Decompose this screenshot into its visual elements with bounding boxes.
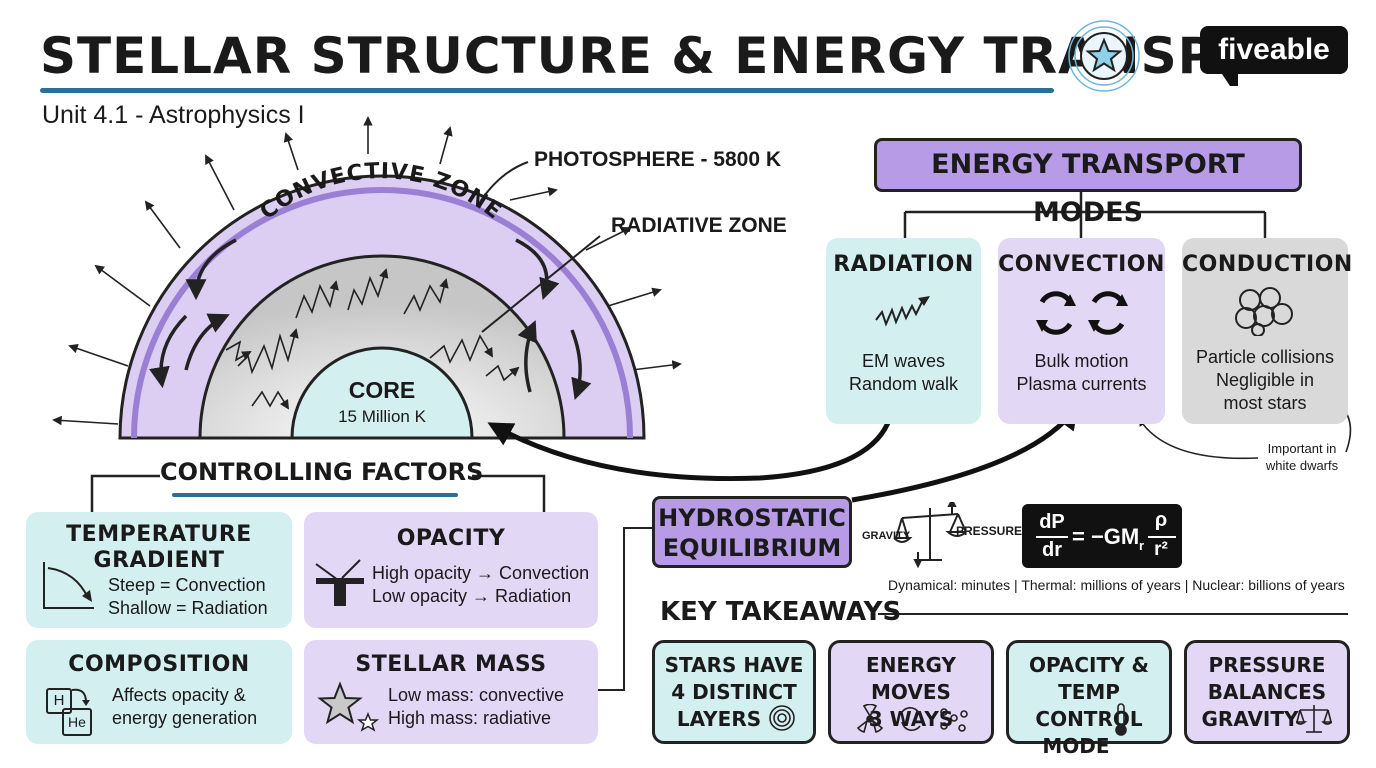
concentric-circles-icon	[769, 705, 795, 731]
white-dwarf-note: Important in white dwarfs	[1244, 440, 1360, 474]
takeaway-energy-line-1: ENERGY MOVES	[866, 653, 956, 704]
radiation-line-2: Random walk	[848, 374, 959, 394]
opacity-title: OPACITY	[396, 526, 506, 551]
fiveable-logo: fiveable	[1200, 26, 1348, 86]
controlling-factors-heading: CONTROLLING FACTORS	[160, 458, 484, 486]
temperature-gradient-title-1: TEMPERATURE	[66, 522, 252, 547]
conduction-card: CONDUCTION Particle collisions Negligibl…	[1182, 238, 1353, 424]
photosphere-label: PHOTOSPHERE - 5800 K	[534, 148, 782, 171]
energy-transport-heading: ENERGY TRANSPORT MODES	[874, 138, 1302, 228]
opacity-block-icon	[315, 559, 364, 606]
takeaway-pressure-line-2: BALANCES	[1207, 680, 1327, 704]
key-takeaways-heading: KEY TAKEAWAYS	[660, 597, 902, 627]
takeaway-pressure-line-3: GRAVITY	[1201, 707, 1299, 731]
white-dwarf-note-line-2: white dwarfs	[1265, 458, 1339, 473]
page-subtitle: Unit 4.1 - Astrophysics I	[42, 101, 305, 129]
fusion-arrow-icon	[71, 688, 90, 706]
balance-scale-icon	[894, 502, 966, 569]
convection-line-2: Plasma currents	[1016, 374, 1147, 394]
takeaway-opacity-line-2: TEMP CONTROL	[1035, 680, 1143, 731]
takeaway-energy-line-2: 3 WAYS	[868, 707, 954, 731]
small-scale-icon	[1296, 705, 1332, 733]
radiation-title: RADIATION	[833, 252, 974, 277]
hydrostatic-equilibrium-heading: HYDROSTATIC EQUILIBRIUM	[652, 496, 852, 568]
takeaway-opacity: OPACITY & TEMP CONTROL MODE	[1006, 640, 1172, 758]
pressure-label: PRESSURE	[956, 524, 1023, 538]
radiation-card: RADIATION EM waves Random walk	[826, 238, 981, 424]
radiative-zone-label: RADIATIVE ZONE	[611, 214, 787, 237]
takeaway-layers-line-2: 4 DISTINCT	[671, 680, 797, 704]
temperature-gradient-card: TEMPERATURE GRADIENT Steep = Convection …	[26, 512, 292, 628]
stellar-mass-title: STELLAR MASS	[355, 652, 547, 677]
equation-rhs: = −GM	[1072, 524, 1140, 549]
convection-line-1: Bulk motion	[1034, 351, 1129, 371]
takeaway-pressure: PRESSURE BALANCES GRAVITY	[1184, 640, 1350, 744]
equation-dp: dP	[1039, 511, 1065, 533]
convection-card: CONVECTION Bulk motion Plasma currents	[998, 238, 1165, 424]
composition-line-1: Affects opacity &	[112, 685, 246, 705]
temperature-gradient-line-2: Shallow = Radiation	[108, 598, 268, 618]
takeaway-layers-line-1: STARS HAVE	[664, 653, 804, 677]
factors-underline	[172, 493, 458, 497]
equation-dr: dr	[1042, 539, 1062, 561]
stellar-mass-card: STELLAR MASS Low mass: convective High m…	[304, 640, 598, 744]
takeaway-opacity-line-1: OPACITY &	[1029, 653, 1149, 677]
conduction-title: CONDUCTION	[1182, 252, 1353, 277]
temperature-gradient-line-1: Steep = Convection	[108, 575, 266, 595]
composition-title: COMPOSITION	[68, 652, 250, 677]
convection-cycle-arrows	[149, 238, 592, 400]
convection-cycle-icon	[1036, 291, 1128, 335]
radiation-line-1: EM waves	[861, 351, 946, 371]
core-label: CORE	[348, 377, 416, 403]
equation-subscript: r	[1139, 538, 1145, 553]
composition-card: COMPOSITION H He Affects opacity & energ…	[26, 640, 292, 744]
opacity-line-1: High opacity → Convection	[372, 563, 590, 583]
star-structure-diagram: CONVECTIVE ZONE	[52, 116, 682, 440]
wave-arrow-icon	[875, 296, 930, 327]
white-dwarf-note-line-1: Important in	[1267, 441, 1337, 456]
thermometer-icon	[1115, 703, 1127, 736]
opacity-line-2: Low opacity → Radiation	[372, 586, 572, 606]
outward-ray-arrows	[52, 116, 682, 426]
gradient-curve-icon	[43, 562, 94, 609]
conduction-line-1: Particle collisions	[1195, 347, 1335, 367]
helium-tile: He	[62, 708, 92, 736]
gravity-label: GRAVITY	[862, 530, 911, 542]
equation-rho: ρ	[1154, 509, 1168, 531]
stellar-mass-line-2: High mass: radiative	[388, 708, 552, 728]
hydrostatic-heading-line-1: HYDROSTATIC	[658, 504, 846, 532]
hydrogen-tile: H	[46, 688, 72, 714]
takeaway-layers-line-3: LAYERS	[676, 707, 762, 731]
timescales: Dynamical: minutes | Thermal: millions o…	[888, 577, 1345, 593]
energy-modes-icons	[856, 704, 968, 733]
opacity-card: OPACITY High opacity → Convection Low op…	[304, 512, 598, 628]
title-underline	[40, 88, 1054, 93]
equation-fraction-bar-2	[1148, 536, 1176, 538]
takeaway-pressure-line-1: PRESSURE	[1208, 653, 1326, 677]
equation-fraction-bar	[1036, 536, 1068, 538]
takeaway-energy: ENERGY MOVES 3 WAYS	[828, 640, 994, 744]
equation-r-squared: r²	[1154, 539, 1168, 560]
core-temperature: 15 Million K	[338, 407, 426, 426]
convection-title: CONVECTION	[998, 252, 1165, 277]
star-icon	[1068, 20, 1140, 92]
takeaway-layers: STARS HAVE 4 DISTINCT LAYERS	[652, 640, 816, 744]
star-size-icon	[317, 681, 380, 732]
hydrostatic-equation: dP dr = −GM r ρ r²	[1022, 504, 1182, 568]
takeaway-opacity-line-3: MODE	[1042, 734, 1110, 758]
hydrostatic-heading-line-2: EQUILIBRIUM	[662, 534, 842, 562]
stellar-mass-line-1: Low mass: convective	[388, 685, 565, 705]
photon-random-walk	[225, 268, 520, 410]
conduction-line-2: Negligible in	[1215, 370, 1315, 390]
particle-cluster-icon	[1235, 287, 1293, 336]
composition-line-2: energy generation	[112, 708, 258, 728]
conduction-line-3: most stars	[1223, 393, 1307, 413]
temperature-gradient-title-2: GRADIENT	[93, 548, 225, 573]
